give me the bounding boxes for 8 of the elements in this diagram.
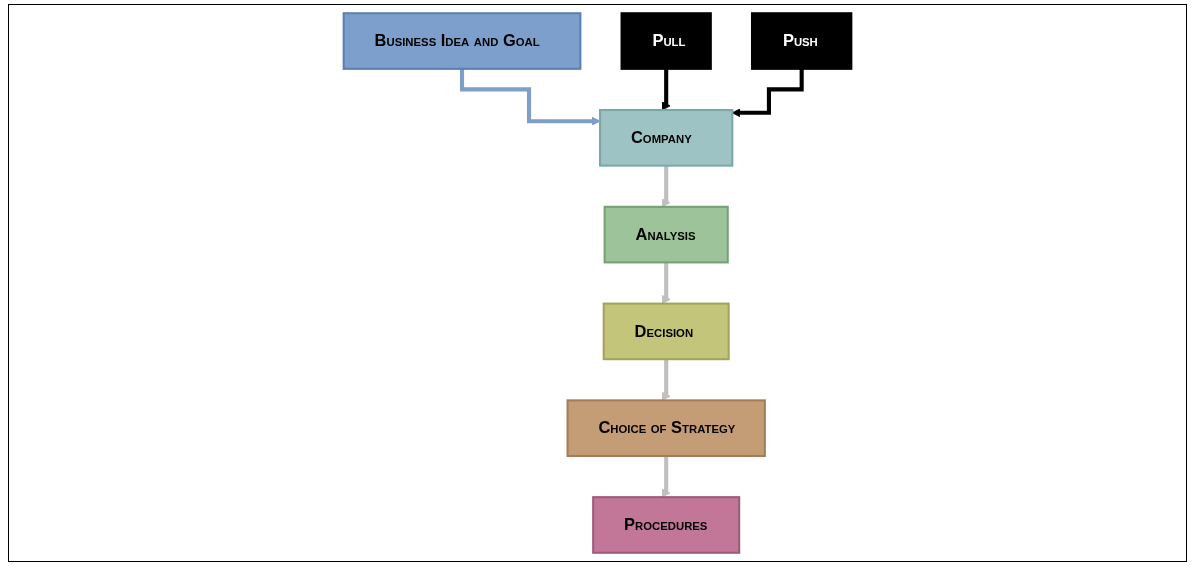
node-box: Push — [750, 12, 853, 70]
node-box: Procedures — [592, 496, 741, 554]
node-box: Business Idea and Goal — [342, 12, 582, 70]
node-box: Decision — [602, 302, 730, 361]
node-box: Company — [599, 109, 734, 167]
node-box: Pull — [620, 12, 712, 70]
node-box: Analysis — [603, 205, 729, 264]
node-box: Choice of Strategy — [566, 399, 766, 457]
